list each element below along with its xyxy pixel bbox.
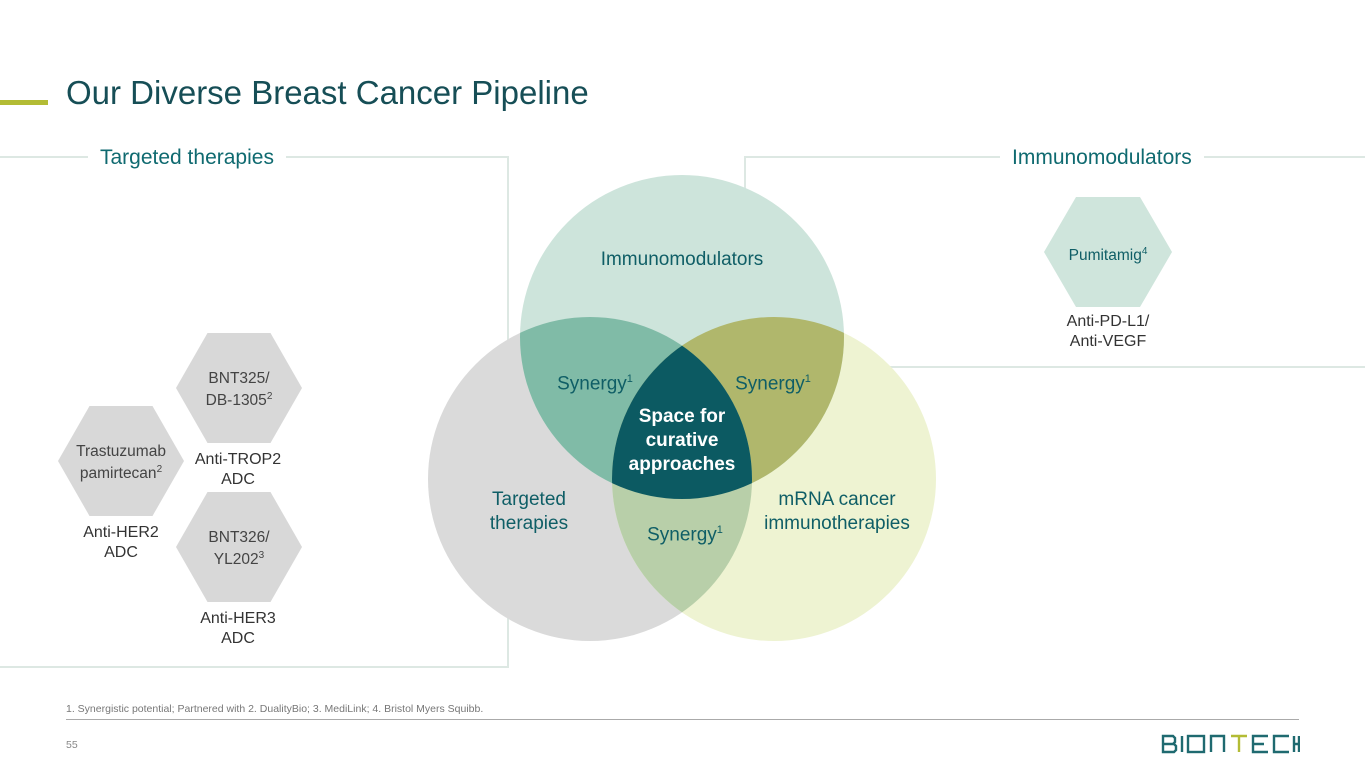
synergy-text: Synergy — [557, 373, 627, 395]
hexagon-shape — [58, 406, 184, 516]
bnt326-caption: Anti-HER3 ADC — [168, 609, 308, 649]
bnt326-hexagon: BNT326/ YL2023 — [176, 492, 302, 602]
synergy-text: Synergy — [647, 524, 717, 546]
product-name: Pumitamig — [1068, 247, 1142, 265]
caption-line-2: ADC — [221, 630, 255, 647]
center-line-3: approaches — [628, 454, 736, 475]
caption-line-2: Anti-VEGF — [1069, 333, 1147, 350]
footnote-marker: 2 — [266, 391, 273, 402]
title-accent-bar — [0, 100, 48, 105]
hexagon-shape — [1044, 197, 1172, 307]
page-number: 55 — [66, 739, 78, 751]
caption-line-1: Anti-TROP2 — [194, 451, 282, 468]
pumitamig-hexagon: Pumitamig4 — [1044, 197, 1172, 307]
venn-label-targeted: Targeted therapies — [454, 488, 604, 536]
product-name: BNT326/ — [208, 529, 270, 546]
venn-label-immunomodulators: Immunomodulators — [600, 249, 764, 270]
hexagon-label: BNT325/ DB-13052 — [176, 370, 302, 410]
page-title: Our Diverse Breast Cancer Pipeline — [66, 74, 589, 111]
footer-divider — [66, 719, 1299, 720]
caption-line-2: ADC — [221, 471, 255, 488]
synergy-label-top-left: Synergy1 — [540, 367, 650, 396]
biontech-logo — [1161, 734, 1300, 754]
synergy-label-bottom: Synergy1 — [630, 518, 740, 547]
hexagon-shape — [176, 333, 302, 443]
footnote: 1. Synergistic potential; Partnered with… — [66, 703, 484, 715]
caption-line-1: Anti-HER2 — [83, 524, 159, 541]
venn-center-label: Space for curative approaches — [612, 405, 752, 477]
trastuzumab-caption: Anti-HER2 ADC — [51, 523, 191, 563]
footnote-marker: 4 — [1141, 246, 1148, 257]
center-line-1: Space for — [638, 406, 726, 427]
venn-label-line-1: Targeted — [492, 489, 566, 510]
venn-label-line-2: therapies — [489, 513, 569, 534]
venn-label-line-1: mRNA cancer — [778, 489, 896, 510]
hexagon-label: BNT326/ YL2023 — [176, 529, 302, 569]
bnt325-caption: Anti-TROP2 ADC — [168, 450, 308, 490]
targeted-therapies-panel-title: Targeted therapies — [88, 146, 286, 170]
product-name-line2: DB-1305 — [205, 392, 267, 410]
hexagon-label: Pumitamig4 — [1044, 243, 1172, 265]
trastuzumab-pamirtecan-hexagon: Trastuzumab pamirtecan2 — [58, 406, 184, 516]
footnote-marker: 3 — [258, 550, 265, 561]
venn-label-mrna: mRNA cancer immunotherapies — [747, 488, 927, 536]
caption-line-1: Anti-PD-L1/ — [1066, 313, 1150, 330]
footnote-marker: 1 — [804, 373, 811, 385]
pumitamig-caption: Anti-PD-L1/ Anti-VEGF — [1038, 312, 1178, 352]
product-name: Trastuzumab — [76, 443, 166, 460]
product-name: BNT325/ — [208, 370, 270, 387]
venn-center-region — [612, 317, 752, 499]
product-name-line2: pamirtecan — [79, 465, 157, 483]
venn-label-line-2: immunotherapies — [764, 513, 910, 534]
footnote-marker: 1 — [626, 373, 633, 385]
caption-line-1: Anti-HER3 — [200, 610, 276, 627]
bnt325-hexagon: BNT325/ DB-13052 — [176, 333, 302, 443]
synergy-text: Synergy — [735, 373, 805, 395]
footnote-marker: 1 — [716, 524, 723, 536]
hexagon-label: Trastuzumab pamirtecan2 — [58, 443, 184, 483]
product-name-line2: YL202 — [213, 551, 259, 569]
center-line-2: curative — [645, 430, 719, 451]
immunomodulators-panel-title: Immunomodulators — [1000, 146, 1204, 170]
caption-line-2: ADC — [104, 544, 138, 561]
hexagon-shape — [176, 492, 302, 602]
synergy-label-top-right: Synergy1 — [718, 367, 828, 396]
footnote-marker: 2 — [156, 464, 163, 475]
